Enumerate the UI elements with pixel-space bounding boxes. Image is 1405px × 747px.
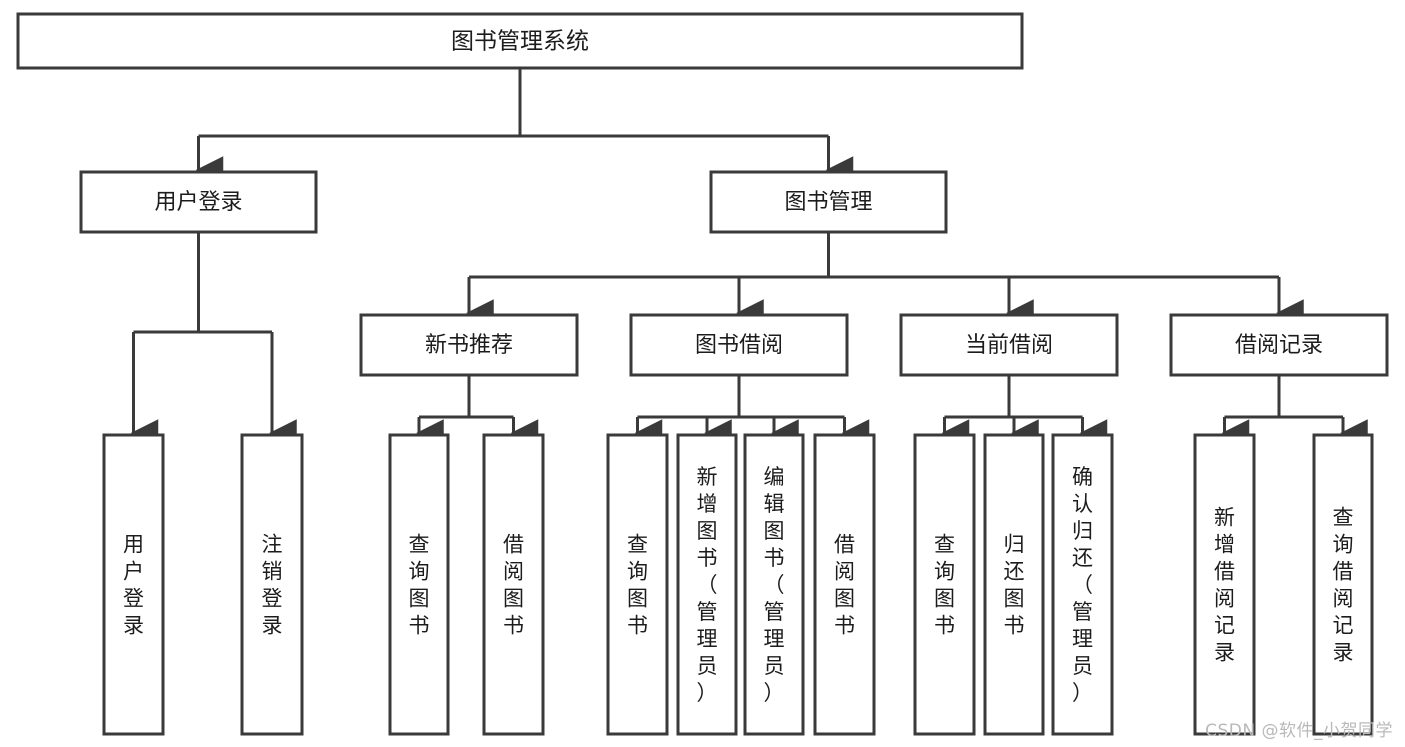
node-box-book-borrow xyxy=(629,313,849,377)
node-label-leaf-add-record: 新增借阅记录 xyxy=(1214,506,1235,665)
node-leaf-add-record[interactable]: 新增借阅记录 xyxy=(1193,433,1256,736)
node-leaf-query-book-rec[interactable]: 查询图书 xyxy=(388,433,450,736)
node-label-book-borrow: 图书借阅 xyxy=(695,333,783,358)
node-box-leaf-query-book-rec xyxy=(388,433,450,736)
node-box-leaf-query-record xyxy=(1312,433,1374,736)
node-leaf-borrow-book-rec[interactable]: 借阅图书 xyxy=(482,433,545,736)
node-leaf-user-logout[interactable]: 注销登录 xyxy=(240,433,304,736)
node-box-borrow-record xyxy=(1169,313,1389,377)
node-box-new-book-rec xyxy=(359,313,579,377)
nodes-layer: 图书管理系统用户登录图书管理新书推荐图书借阅当前借阅借阅记录用户登录注销登录查询… xyxy=(16,12,1389,736)
node-book-manage[interactable]: 图书管理 xyxy=(709,170,948,234)
node-box-current-borrow xyxy=(899,313,1119,377)
node-new-book-rec[interactable]: 新书推荐 xyxy=(359,313,579,377)
node-book-borrow[interactable]: 图书借阅 xyxy=(629,313,849,377)
node-label-borrow-record: 借阅记录 xyxy=(1235,333,1323,358)
node-box-leaf-edit-book xyxy=(743,433,805,736)
node-label-leaf-user-login: 用户登录 xyxy=(123,533,144,638)
node-box-leaf-query-book-cb xyxy=(913,433,976,736)
node-label-current-borrow: 当前借阅 xyxy=(965,333,1053,358)
node-box-leaf-add-record xyxy=(1193,433,1256,736)
node-leaf-borrow-book-bb[interactable]: 借阅图书 xyxy=(813,433,876,736)
node-label-leaf-borrow-book-rec: 借阅图书 xyxy=(503,533,524,638)
node-user-login[interactable]: 用户登录 xyxy=(79,170,318,234)
node-label-leaf-add-book: 新增图书（管理员） xyxy=(697,465,718,705)
node-root[interactable]: 图书管理系统 xyxy=(16,12,1024,70)
node-box-leaf-user-login xyxy=(102,433,165,736)
node-box-leaf-add-book xyxy=(676,433,738,736)
node-box-root xyxy=(16,12,1024,70)
node-label-leaf-query-book-rec: 查询图书 xyxy=(409,533,430,638)
node-leaf-query-book-bb[interactable]: 查询图书 xyxy=(606,433,669,736)
node-box-leaf-confirm-return xyxy=(1051,433,1114,736)
edges-layer xyxy=(130,68,1368,447)
node-label-new-book-rec: 新书推荐 xyxy=(425,333,513,358)
node-leaf-add-book[interactable]: 新增图书（管理员） xyxy=(676,433,738,736)
node-label-leaf-borrow-book-bb: 借阅图书 xyxy=(834,533,855,638)
node-label-leaf-confirm-return: 确认归还（管理员） xyxy=(1072,465,1093,705)
node-leaf-query-book-cb[interactable]: 查询图书 xyxy=(913,433,976,736)
node-label-leaf-query-record: 查询借阅记录 xyxy=(1333,506,1354,665)
node-label-leaf-return-book: 归还图书 xyxy=(1004,533,1025,638)
node-label-leaf-edit-book: 编辑图书（管理员） xyxy=(764,465,785,705)
node-box-leaf-return-book xyxy=(983,433,1045,736)
node-label-leaf-user-logout: 注销登录 xyxy=(262,533,283,638)
node-label-book-manage: 图书管理 xyxy=(784,190,872,215)
node-box-user-login xyxy=(79,170,318,234)
node-label-user-login: 用户登录 xyxy=(154,190,242,215)
node-label-leaf-query-book-cb: 查询图书 xyxy=(934,533,955,638)
node-box-leaf-user-logout xyxy=(240,433,304,736)
node-label-root: 图书管理系统 xyxy=(451,29,589,55)
node-box-leaf-query-book-bb xyxy=(606,433,669,736)
node-borrow-record[interactable]: 借阅记录 xyxy=(1169,313,1389,377)
node-label-leaf-query-book-bb: 查询图书 xyxy=(627,533,648,638)
node-leaf-user-login[interactable]: 用户登录 xyxy=(102,433,165,736)
watermark-text: CSDN @软件_小贺同学 xyxy=(1205,721,1393,741)
node-leaf-return-book[interactable]: 归还图书 xyxy=(983,433,1045,736)
node-box-leaf-borrow-book-rec xyxy=(482,433,545,736)
node-box-book-manage xyxy=(709,170,948,234)
node-leaf-confirm-return[interactable]: 确认归还（管理员） xyxy=(1051,433,1114,736)
node-leaf-query-record[interactable]: 查询借阅记录 xyxy=(1312,433,1374,736)
node-leaf-edit-book[interactable]: 编辑图书（管理员） xyxy=(743,433,805,736)
node-box-leaf-borrow-book-bb xyxy=(813,433,876,736)
node-current-borrow[interactable]: 当前借阅 xyxy=(899,313,1119,377)
